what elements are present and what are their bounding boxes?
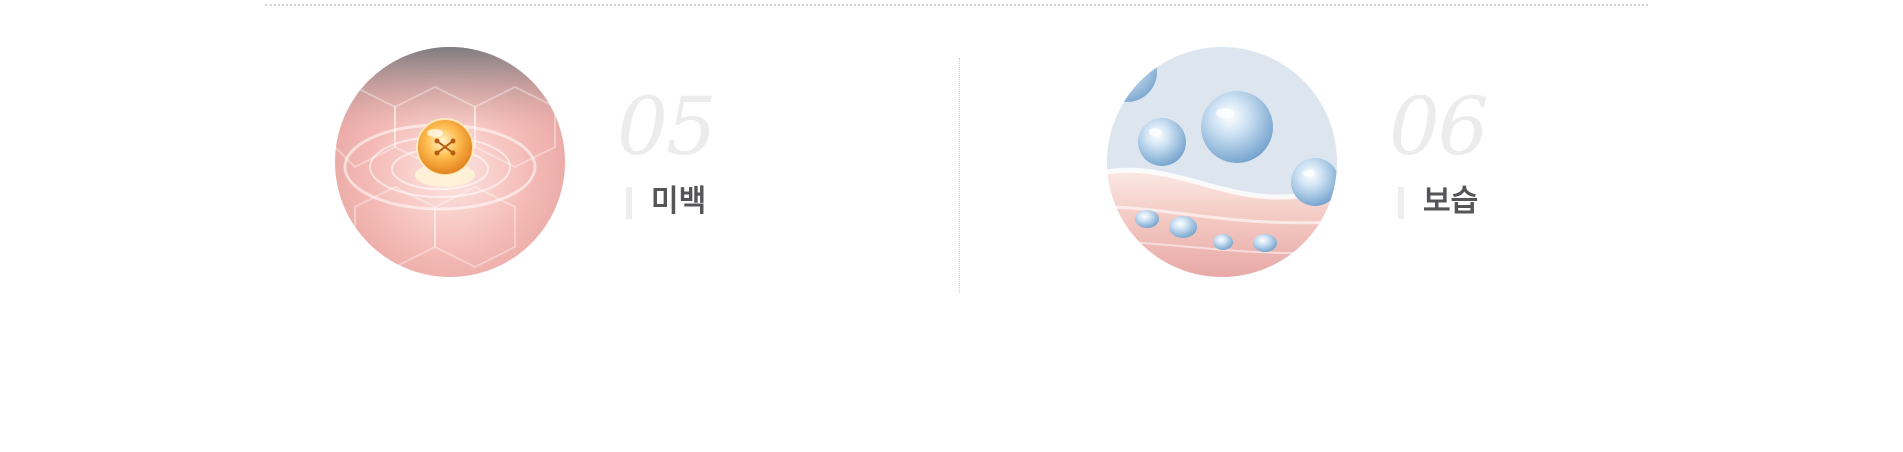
feature-label: 미백 [651,184,707,219]
top-dotted-rule [265,4,1648,6]
whitening-capsule-illustration [335,47,565,277]
feature-number: 06 [1389,80,1489,173]
center-dotted-divider [959,58,960,292]
feature-number: 05 [617,80,717,173]
feature-whitening: 05 미백 [335,47,815,277]
feature-label: 보습 [1423,184,1479,219]
moisture-droplets-illustration [1107,47,1337,277]
feature-moisture: 06 보습 [1107,47,1587,277]
label-accent-bar [1398,187,1404,219]
label-accent-bar [626,187,632,219]
